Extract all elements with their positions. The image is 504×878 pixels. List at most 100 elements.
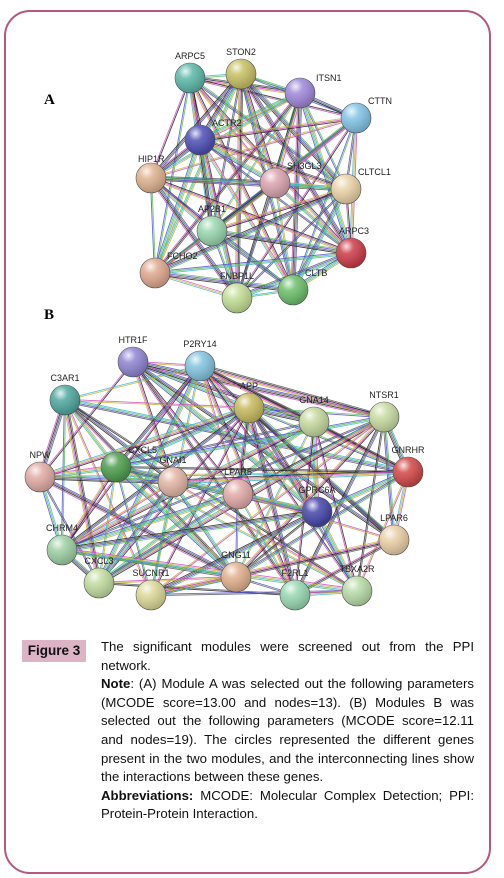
interaction-edge xyxy=(99,494,239,585)
gene-node-chrm4: CHRM4 xyxy=(46,523,78,566)
interaction-edge xyxy=(150,589,357,595)
interaction-edge xyxy=(62,495,239,553)
interaction-edge xyxy=(155,189,347,275)
interaction-edge xyxy=(149,72,241,178)
gene-node-highlight xyxy=(369,402,399,432)
interaction-edge xyxy=(115,406,249,467)
interaction-edge xyxy=(200,363,385,416)
caption-body: The significant modules were screened ou… xyxy=(101,638,474,824)
gene-label: ARPC5 xyxy=(175,51,205,61)
interaction-edge xyxy=(64,400,249,410)
interaction-edge xyxy=(154,273,293,292)
gene-label: CLTB xyxy=(305,268,327,278)
interaction-edge xyxy=(236,117,356,298)
gene-node-cltcl1: CLTCL1 xyxy=(330,167,391,205)
interaction-edge xyxy=(212,189,347,233)
gene-node-htr1f: HTR1F xyxy=(117,335,149,378)
gene-node-highlight xyxy=(221,562,251,592)
gene-label: CXCL5 xyxy=(128,445,157,455)
interaction-edge xyxy=(149,77,190,178)
interaction-edge xyxy=(240,74,346,190)
interaction-edge xyxy=(114,467,151,596)
interaction-edge xyxy=(116,409,250,470)
interaction-edge xyxy=(172,469,408,481)
gene-node-highlight xyxy=(84,568,114,598)
gene-label: CTTN xyxy=(368,96,392,106)
gene-node-highlight xyxy=(379,525,409,555)
gene-node-highlight xyxy=(136,580,166,610)
gene-label: C3AR1 xyxy=(50,373,79,383)
interaction-edge xyxy=(241,73,277,183)
panel-b-label: B xyxy=(44,307,55,323)
interaction-edge xyxy=(61,551,357,594)
interaction-edge xyxy=(295,417,386,596)
gene-label: CHRM4 xyxy=(46,523,78,533)
interaction-edge xyxy=(199,366,384,419)
gene-label: TBXA2R xyxy=(339,564,375,574)
interaction-edge xyxy=(200,138,347,189)
interaction-edge xyxy=(116,417,385,469)
interaction-edge xyxy=(273,183,351,255)
gene-node-itsn1: ITSN1 xyxy=(284,73,342,109)
gene-node-ntsr1: NTSR1 xyxy=(368,390,400,433)
gene-node-ston2: STON2 xyxy=(225,47,257,90)
interaction-edge xyxy=(63,400,173,484)
interaction-edge xyxy=(313,422,408,474)
interaction-edge xyxy=(149,178,155,274)
interaction-edge xyxy=(236,512,318,578)
gene-label: STON2 xyxy=(226,47,256,57)
gene-label: P2RY14 xyxy=(183,339,216,349)
interaction-edge xyxy=(212,228,352,252)
gene-label: FNBP1L xyxy=(220,271,254,281)
gene-node-gprc6a: GPRC6A xyxy=(298,485,336,528)
interaction-edge xyxy=(152,139,199,273)
interaction-edge xyxy=(190,77,239,298)
interaction-edge xyxy=(40,472,409,479)
interaction-edge xyxy=(357,417,386,592)
interaction-edge xyxy=(149,481,173,595)
interaction-edge xyxy=(236,417,386,579)
gene-node-gng11: GNG11 xyxy=(220,550,252,593)
interaction-edge xyxy=(98,493,239,584)
interaction-edge xyxy=(39,477,99,584)
note-label: Note xyxy=(101,676,131,692)
gene-label: APP xyxy=(240,381,258,391)
gene-node-p2ry14: P2RY14 xyxy=(183,339,217,382)
interaction-edge xyxy=(293,118,358,291)
interaction-edge xyxy=(61,550,357,593)
interaction-edge xyxy=(316,470,408,512)
gene-node-highlight xyxy=(280,580,310,610)
interaction-edge xyxy=(290,92,299,290)
interaction-edge xyxy=(314,420,409,472)
interaction-edge xyxy=(155,253,352,275)
interaction-edge xyxy=(301,92,354,253)
interaction-edge xyxy=(62,422,315,551)
interaction-edge xyxy=(116,464,318,511)
gene-node-highlight xyxy=(285,78,315,108)
gene-node-lpar5: LPAR5 xyxy=(222,467,254,510)
gene-node-highlight xyxy=(25,462,55,492)
gene-node-highlight xyxy=(118,347,148,377)
interaction-edge xyxy=(116,466,237,577)
interaction-edge xyxy=(275,182,295,290)
interaction-edge xyxy=(99,577,237,585)
interaction-edge xyxy=(150,91,300,178)
gene-node-highlight xyxy=(336,238,366,268)
interaction-edge xyxy=(40,408,250,479)
gene-label: CLTCL1 xyxy=(358,167,391,177)
interaction-edge xyxy=(154,187,346,273)
gene-node-highlight xyxy=(50,385,80,415)
interaction-edge xyxy=(155,271,294,290)
interaction-edge xyxy=(39,361,133,477)
interaction-edge xyxy=(294,416,385,596)
interaction-edge xyxy=(273,183,293,291)
interaction-edge xyxy=(188,78,346,191)
interaction-edge xyxy=(39,470,408,477)
interaction-edge xyxy=(97,466,116,583)
gene-node-gnrhr: GNRHR xyxy=(392,445,425,488)
interaction-edge xyxy=(236,250,351,297)
gene-node-cttn: CTTN xyxy=(340,96,392,134)
gene-node-hip1r: HIP1R xyxy=(135,154,167,194)
